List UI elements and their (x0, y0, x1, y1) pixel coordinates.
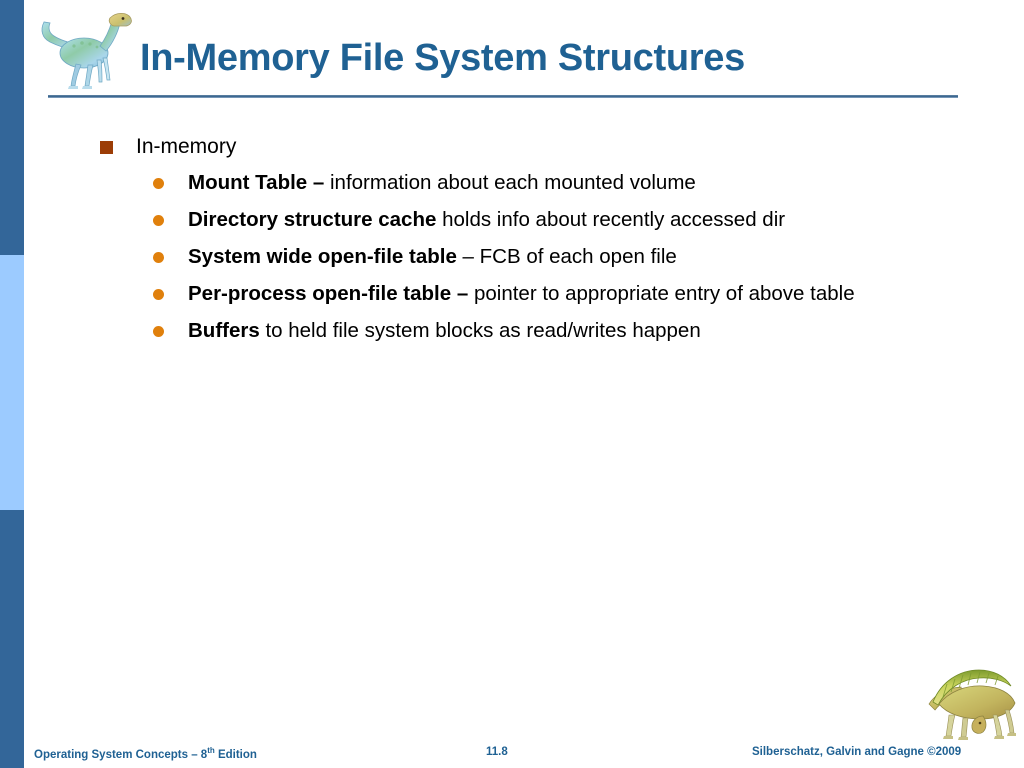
footer-copyright: Silberschatz, Galvin and Gagne ©2009 (752, 746, 962, 758)
dot-bullet-icon (153, 326, 164, 337)
sidebar-segment-bottom (0, 510, 24, 768)
bullet-level2: Buffers to held file system blocks as re… (24, 316, 1000, 345)
sidebar-segment-top (0, 0, 24, 255)
slide-body: In-memory Mount Table – information abou… (24, 132, 1000, 353)
bullet-lead-text: Mount Table – (188, 171, 325, 194)
bullet-rest-text: – FCB of each open file (456, 245, 677, 268)
bullet-level2: Per-process open-file table – pointer to… (24, 279, 1000, 308)
dinosaur-ornithopod-icon (41, 12, 132, 89)
dot-bullet-icon (153, 215, 164, 226)
footer-edition-superscript: th (207, 746, 215, 755)
slide-header: In-Memory File System Structures (24, 0, 1024, 104)
bullet-lead-text: Directory structure cache (188, 208, 437, 231)
bullet-lead-text: Per-process open-file table – (188, 282, 469, 305)
footer-book-title-main: Operating System Concepts – 8 (34, 748, 208, 761)
dot-bullet-icon (153, 289, 164, 300)
slide-footer: Operating System Concepts – 8th Edition … (0, 742, 1024, 768)
bullet-lead-text: Buffers (188, 319, 260, 342)
bullet-level2: Directory structure cache holds info abo… (24, 205, 1000, 234)
dinosaur-spinosaurus-icon (928, 669, 1016, 740)
title-underline-rule (48, 95, 958, 98)
bullet-rest-text: information about each mounted volume (324, 171, 696, 194)
footer-book-title: Operating System Concepts – 8th Edition (34, 746, 257, 761)
bullet-rest-text: pointer to appropriate entry of above ta… (468, 282, 855, 305)
page-title: In-Memory File System Structures (140, 37, 745, 79)
dot-bullet-icon (153, 178, 164, 189)
sidebar-segment-middle (0, 255, 24, 510)
bullet-rest-text: to held file system blocks as read/write… (259, 319, 701, 342)
dot-bullet-icon (153, 252, 164, 263)
bullet-level1: In-memory (24, 132, 1000, 162)
left-accent-sidebar (0, 0, 24, 768)
bullet-rest-text: holds info about recently accessed dir (436, 208, 786, 231)
bullet-level2: Mount Table – information about each mou… (24, 168, 1000, 197)
footer-edition-suffix: Edition (214, 748, 257, 761)
bullet-lead-text: System wide open-file table (188, 245, 457, 268)
bullet-text: In-memory (136, 135, 237, 158)
bullet-level2: System wide open-file table – FCB of eac… (24, 242, 1000, 271)
footer-page-number: 11.8 (486, 746, 508, 758)
square-bullet-icon (100, 141, 113, 154)
